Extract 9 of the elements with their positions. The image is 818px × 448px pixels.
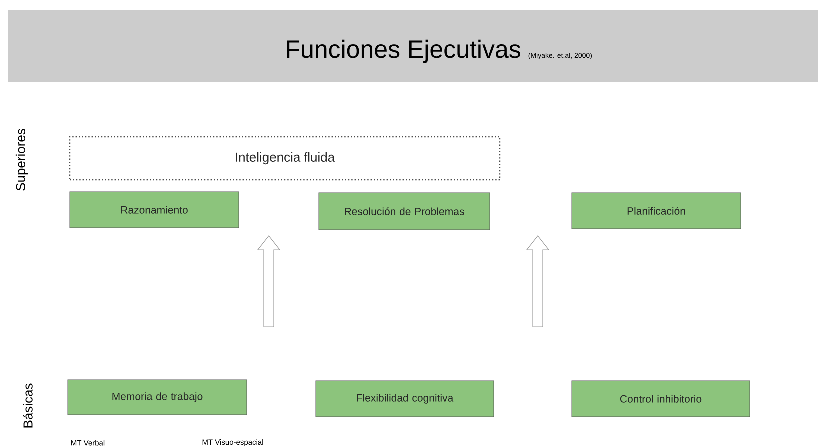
process-box: Flexibilidad cognitiva — [316, 380, 494, 418]
process-box: Resolución de Problemas — [318, 192, 490, 230]
side-label: Básicas — [23, 384, 33, 428]
process-box: Razonamiento — [70, 192, 240, 228]
side-label: Superiores — [16, 129, 28, 191]
dotted-box: Inteligencia fluida — [69, 136, 501, 181]
process-box: Control inhibitorio — [572, 380, 750, 418]
process-box: Planificación — [572, 192, 742, 230]
process-box: Memoria de trabajo — [68, 380, 248, 416]
